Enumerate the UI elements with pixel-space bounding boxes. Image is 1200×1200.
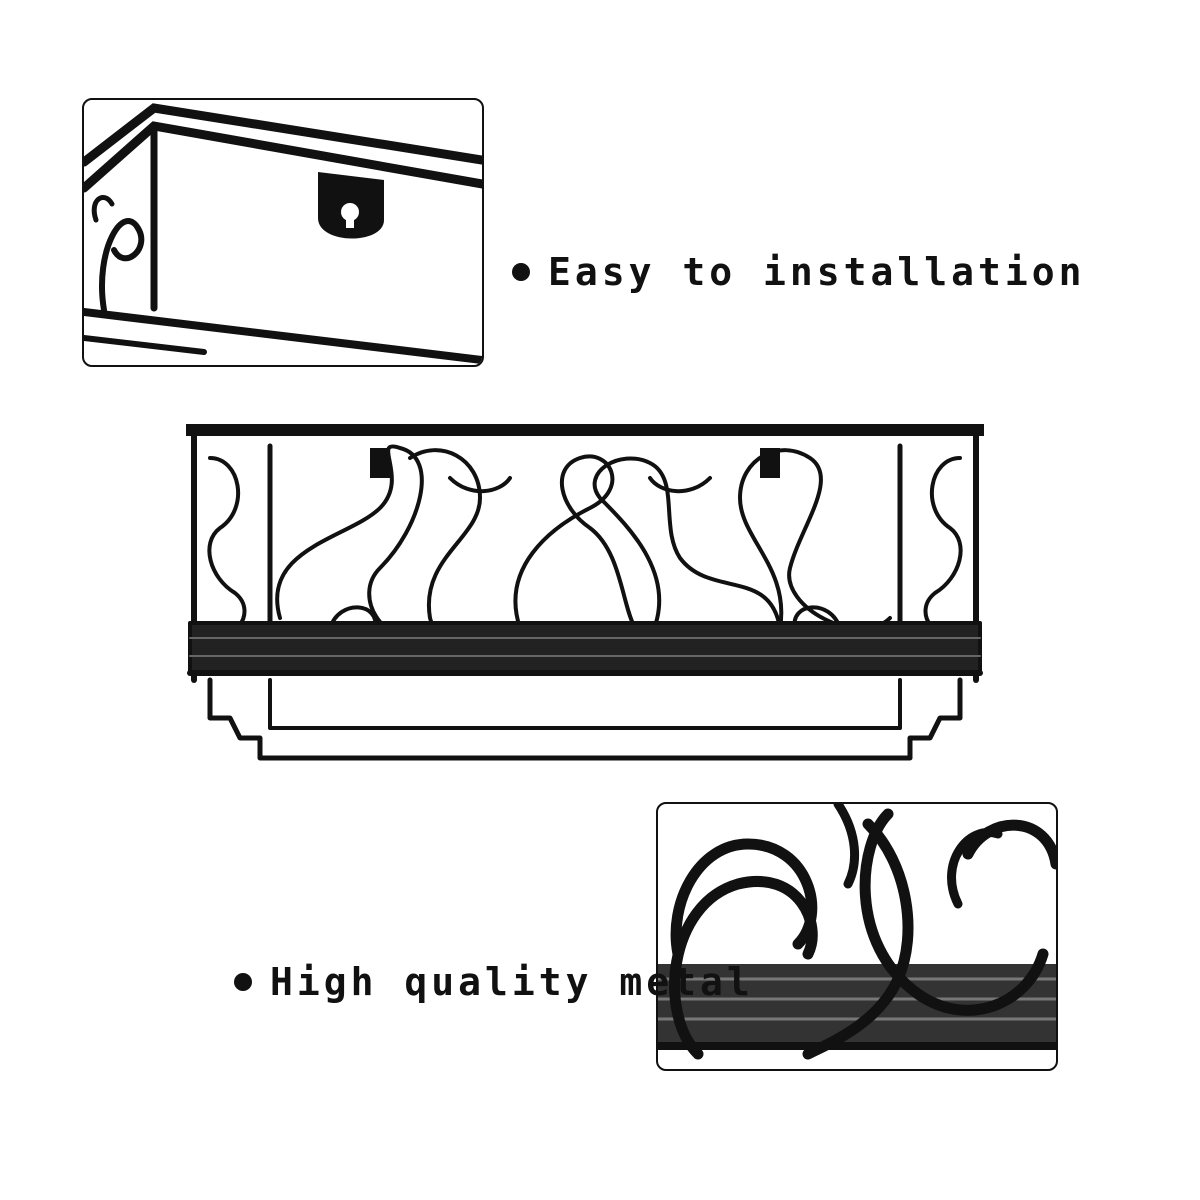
inset-mounting-closeup [82, 98, 484, 367]
feature-label: Easy to installation [548, 250, 1086, 294]
inset-metal-closeup [656, 802, 1058, 1071]
bullet-icon [234, 973, 252, 991]
feature-caption-installation: Easy to installation [512, 250, 1086, 294]
shelf-illustration [186, 424, 984, 761]
feature-caption-metal: High quality metal [234, 960, 754, 1004]
bullet-icon [512, 263, 530, 281]
feature-label: High quality metal [270, 960, 754, 1004]
wall-shelf-product-image [180, 418, 990, 778]
keyhole-bracket-illustration [84, 103, 482, 364]
metal-scroll-illustration [658, 804, 1056, 1060]
